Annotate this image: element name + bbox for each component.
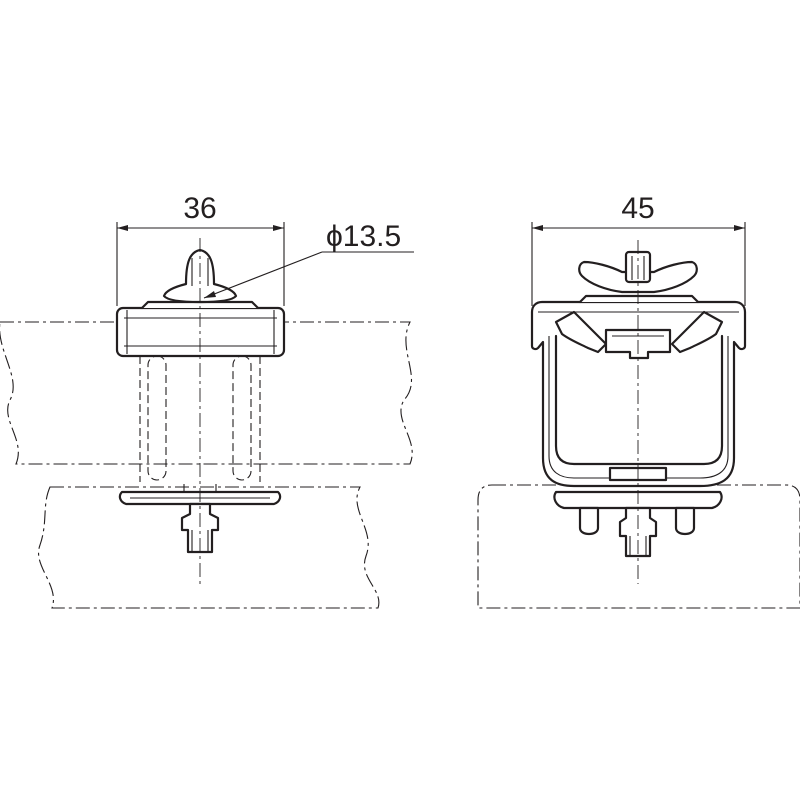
left-width-dimension: 36 (116, 192, 285, 306)
left-dim-arrow-left (117, 225, 128, 231)
right-top-plate (578, 294, 700, 304)
right-view: 45 (477, 192, 800, 609)
left-clamp-head (115, 306, 286, 358)
right-lower-stud-center (618, 506, 658, 558)
right-channel-inner (554, 334, 724, 466)
left-diameter-arrow (204, 291, 216, 298)
left-view: 36 ϕ13.5 (0, 192, 414, 609)
left-diameter-leader (203, 251, 323, 299)
right-lower-stud-left (578, 506, 600, 536)
left-clip-leg-left (147, 355, 167, 481)
right-dim-arrow-right (734, 225, 745, 231)
right-lower-block-phantom (477, 484, 800, 609)
right-width-dimension-label: 45 (621, 192, 654, 225)
left-dim-arrow-right (273, 225, 284, 231)
right-spring-finger-right (670, 310, 724, 354)
right-dim-arrow-left (532, 225, 543, 231)
left-lower-beam-phantom (38, 486, 380, 609)
left-lower-stud (180, 502, 220, 554)
left-bottom-plate-posts (183, 484, 217, 492)
right-lower-stud-right (674, 506, 696, 536)
right-spring-finger-left (554, 310, 608, 354)
right-width-dimension: 45 (531, 192, 746, 306)
left-clip-leg-right (232, 355, 252, 481)
left-diameter-callout: ϕ13.5 (203, 220, 414, 299)
left-diameter-label: ϕ13.5 (326, 220, 401, 253)
left-width-dimension-label: 36 (183, 192, 216, 225)
left-upper-beam-phantom (0, 321, 413, 465)
